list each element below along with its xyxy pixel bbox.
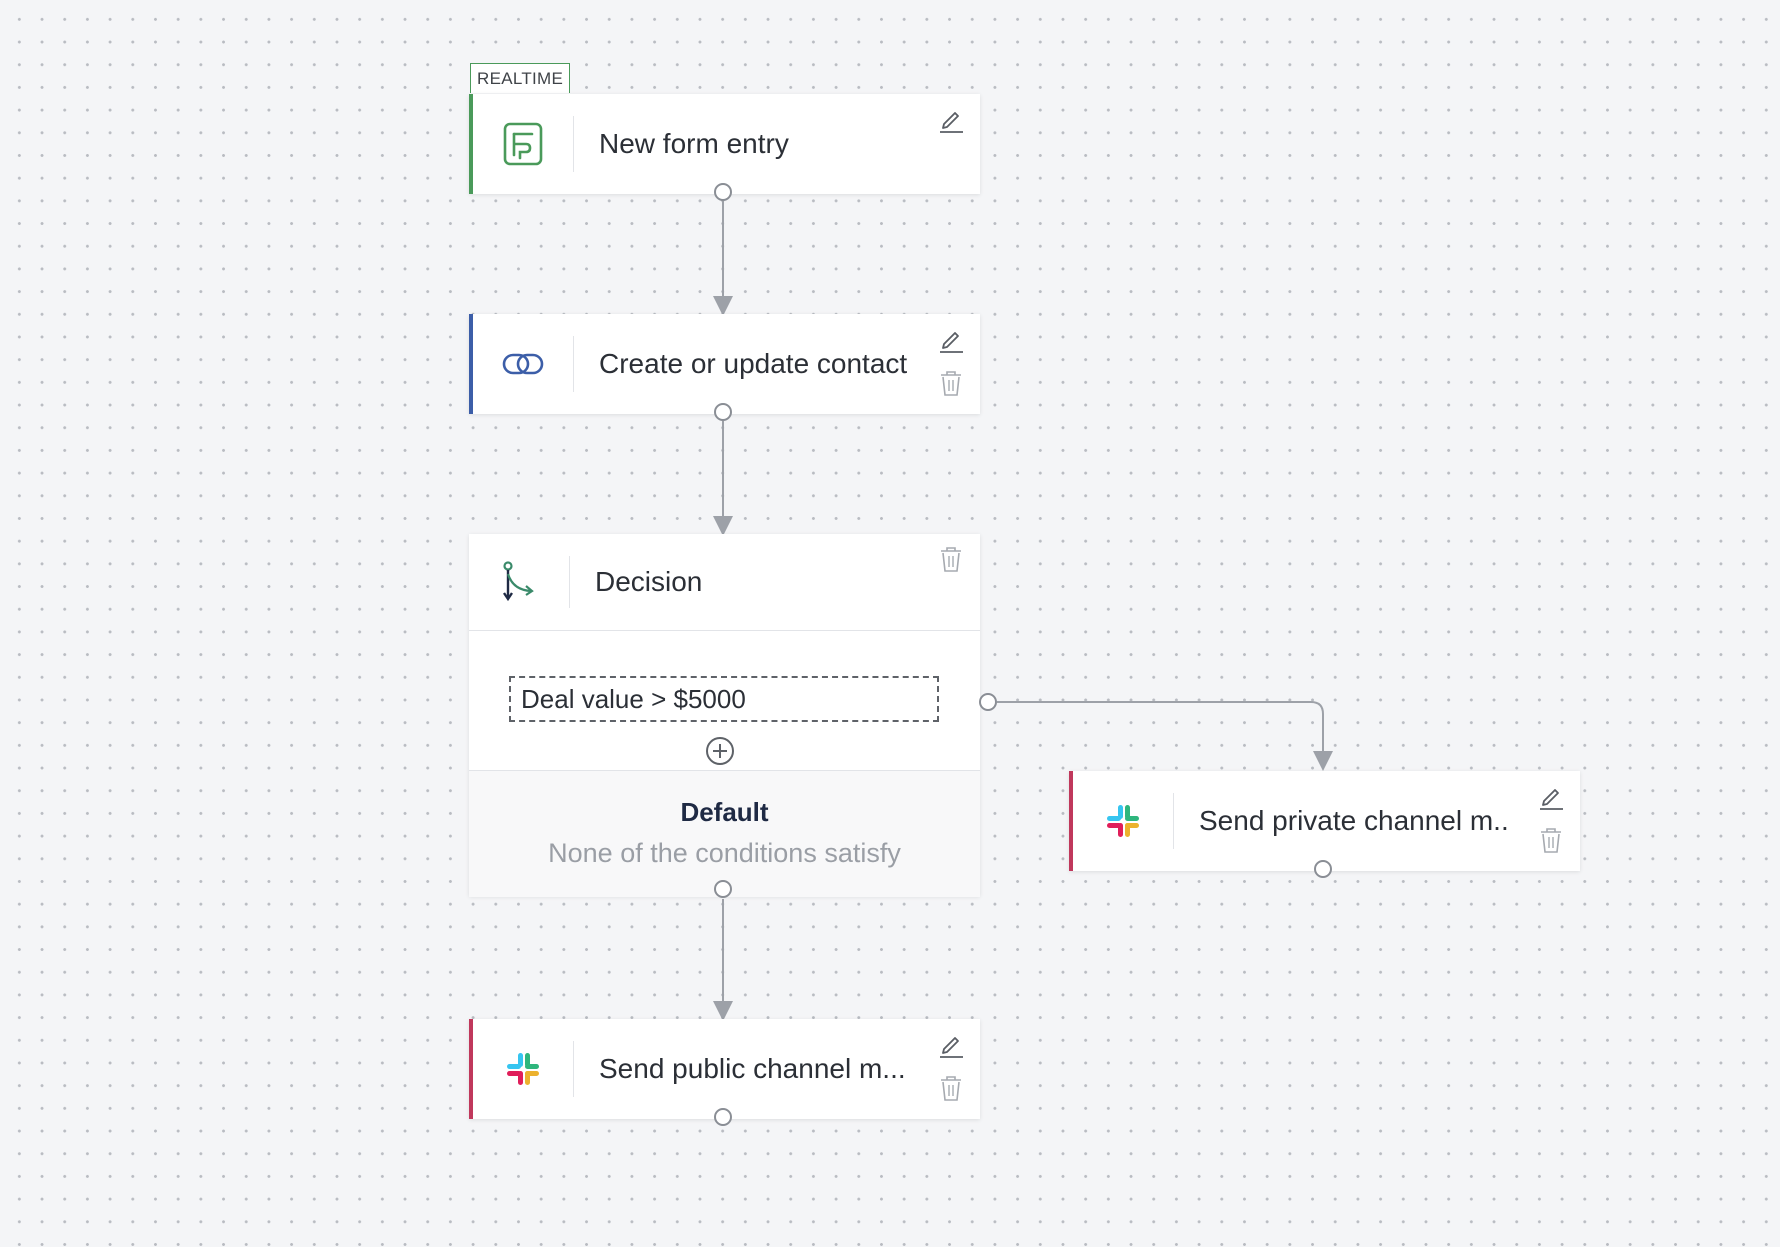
- delete-button[interactable]: [1536, 825, 1566, 855]
- edit-button[interactable]: [936, 324, 966, 354]
- default-branch[interactable]: Default None of the conditions satisfy: [469, 770, 980, 897]
- realtime-badge: REALTIME: [470, 63, 571, 93]
- private-icon-cell: [1073, 771, 1173, 871]
- public-message-title: Send public channel m...: [599, 1053, 906, 1084]
- slack-icon: [1107, 805, 1139, 837]
- edit-button[interactable]: [936, 104, 966, 134]
- trash-icon: [941, 1076, 961, 1101]
- trigger-title: New form entry: [599, 128, 789, 159]
- plus-circle-icon: [706, 737, 734, 765]
- separator: [573, 116, 574, 172]
- separator: [1173, 793, 1174, 849]
- separator: [573, 1041, 574, 1097]
- public-output-port[interactable]: [714, 1108, 732, 1126]
- branch-icon: [503, 561, 534, 602]
- pencil-icon: [1540, 789, 1563, 810]
- public-message-node[interactable]: Send public channel m...: [469, 1019, 980, 1119]
- public-icon-cell: [473, 1019, 573, 1119]
- delete-button[interactable]: [936, 368, 966, 398]
- condition-deal-value[interactable]: Deal value > $5000: [509, 676, 939, 722]
- private-message-node[interactable]: Send private channel m...: [1069, 771, 1580, 871]
- edit-button[interactable]: [1536, 781, 1566, 811]
- contact-output-port[interactable]: [714, 403, 732, 421]
- trigger-node[interactable]: New form entry: [469, 94, 980, 194]
- contact-title: Create or update contact: [599, 348, 908, 379]
- pencil-icon: [940, 1037, 963, 1058]
- separator: [569, 556, 570, 608]
- default-branch-title: Default: [680, 797, 769, 827]
- default-branch-subtitle: None of the conditions satisfy: [548, 838, 901, 868]
- condition-output-port[interactable]: [979, 693, 997, 711]
- link-icon: [502, 353, 544, 375]
- trigger-output-port[interactable]: [714, 183, 732, 201]
- decision-icon-cell: [469, 534, 569, 630]
- pencil-icon: [940, 332, 963, 353]
- delete-button[interactable]: [936, 1073, 966, 1103]
- trash-icon: [941, 371, 961, 396]
- add-condition-button[interactable]: [705, 736, 735, 766]
- slack-icon: [507, 1053, 539, 1085]
- private-message-title: Send private channel m...: [1199, 805, 1510, 836]
- private-output-port[interactable]: [1314, 860, 1332, 878]
- edit-button[interactable]: [936, 1029, 966, 1059]
- trash-icon: [941, 547, 961, 572]
- separator: [573, 336, 574, 392]
- trash-icon: [1541, 828, 1561, 853]
- pencil-icon: [940, 112, 963, 133]
- decision-title: Decision: [595, 566, 703, 597]
- delete-button[interactable]: [936, 544, 966, 574]
- decision-header: Decision: [469, 534, 980, 631]
- form-icon: [503, 122, 543, 166]
- contact-node[interactable]: Create or update contact: [469, 314, 980, 414]
- decision-node[interactable]: Decision Deal value > $5000 Default None…: [469, 534, 980, 897]
- contact-icon-cell: [473, 314, 573, 414]
- connector-condition-private: [997, 701, 1333, 771]
- trigger-icon-cell: [473, 94, 573, 194]
- default-output-port[interactable]: [714, 880, 732, 898]
